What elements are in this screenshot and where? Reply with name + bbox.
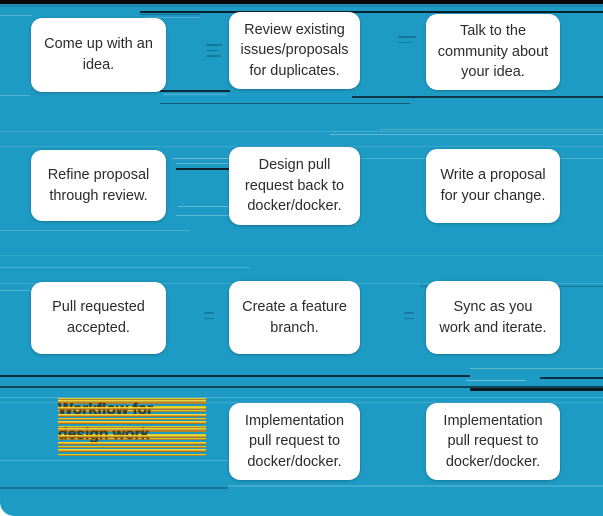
artifact-scanline (0, 386, 603, 388)
flow-node[interactable]: Implementation pull request to docker/do… (229, 403, 360, 480)
flow-node[interactable]: Talk to the community about your idea. (426, 14, 560, 90)
artifact-scanline (0, 375, 470, 377)
artifact-scanline (172, 158, 234, 159)
flow-node[interactable]: Create a feature branch. (229, 281, 360, 354)
artifact-scanline (470, 368, 603, 369)
artifact-scanline (163, 94, 227, 95)
artifact-scanline (160, 90, 230, 92)
artifact-scanline (380, 129, 603, 130)
flow-node[interactable]: Sync as you work and iterate. (426, 281, 560, 354)
artifact-scanline (228, 485, 603, 487)
flow-node[interactable]: Write a proposal for your change. (426, 149, 560, 223)
artifact-scanline (470, 388, 603, 391)
artifact-scanline (160, 103, 410, 104)
artifact-scanline (466, 380, 526, 381)
diagram-caption-text: Workflow for design work (58, 401, 154, 443)
flow-node[interactable]: Pull requested accepted. (31, 282, 166, 354)
flow-node[interactable]: Refine proposal through review. (31, 150, 166, 221)
artifact-scanline (176, 215, 232, 216)
artifact-scanline (0, 290, 30, 291)
artifact-scanline (0, 131, 603, 132)
artifact-scanline (352, 96, 603, 98)
artifact-scanline (140, 11, 603, 13)
flow-node[interactable]: Design pull request back to docker/docke… (229, 147, 360, 225)
artifact-scanline (140, 14, 200, 15)
artifact-scanline (330, 134, 603, 135)
top-blue-band (0, 4, 603, 7)
connector-arrow-icon (404, 312, 414, 323)
artifact-scanline (0, 230, 190, 231)
artifact-scanline (0, 95, 30, 96)
flow-node[interactable]: Implementation pull request to docker/do… (426, 403, 560, 480)
artifact-scanline (540, 377, 603, 379)
connector-arrow-icon (204, 312, 214, 323)
flow-node[interactable]: Come up with an idea. (31, 18, 166, 92)
artifact-scanline (0, 487, 228, 489)
artifact-scanline (0, 267, 250, 268)
connector-arrow-icon (398, 36, 416, 47)
artifact-scanline (0, 460, 240, 461)
artifact-scanline (176, 168, 231, 170)
artifact-scanline (178, 206, 230, 207)
artifact-scanline (0, 15, 32, 16)
diagram-caption: Workflow for design work (58, 398, 206, 456)
artifact-scanline (0, 255, 603, 256)
connector-arrow-icon (206, 44, 222, 61)
artifact-scanline (176, 163, 234, 164)
top-dark-band (0, 0, 603, 4)
flow-node[interactable]: Review existing issues/proposals for dup… (229, 12, 360, 89)
